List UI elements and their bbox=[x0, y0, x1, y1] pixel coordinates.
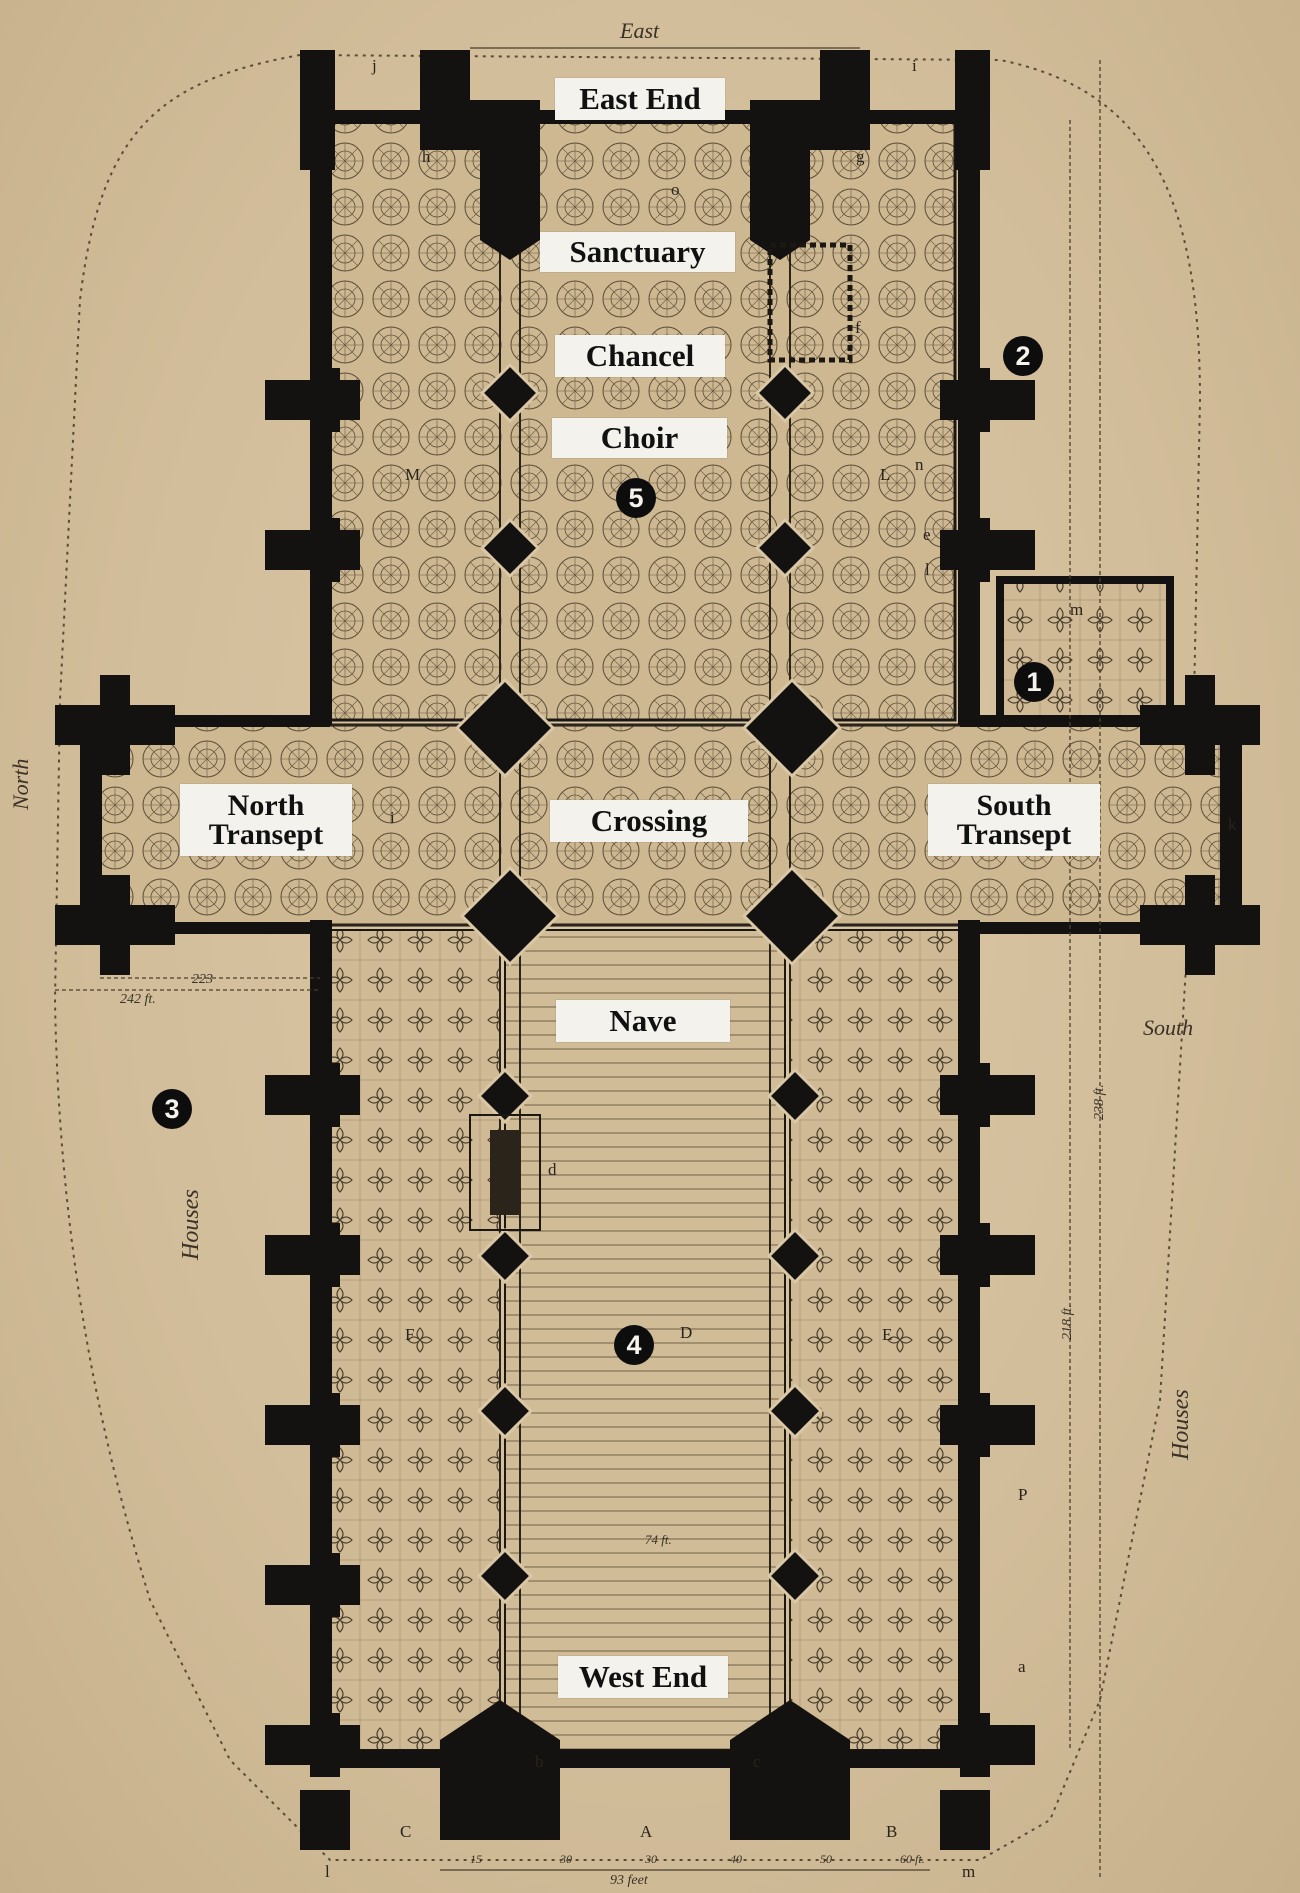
dim-93: 93 feet bbox=[610, 1873, 648, 1888]
label-north-transept-line1: North bbox=[227, 789, 305, 822]
label-north-transept: North Transept bbox=[180, 784, 352, 856]
letter-a: a bbox=[1018, 1657, 1026, 1676]
letter-i2: i bbox=[390, 808, 395, 827]
dim-238: 238 ft. bbox=[1092, 1084, 1107, 1120]
letter-B: B bbox=[886, 1822, 898, 1841]
dim-40: 40 bbox=[730, 1852, 742, 1866]
chantry-screen bbox=[767, 242, 853, 363]
letter-b: b bbox=[535, 1752, 544, 1771]
letter-L: L bbox=[880, 465, 891, 484]
letter-p: P bbox=[1018, 1485, 1028, 1504]
dim-74: 74 ft. bbox=[645, 1532, 672, 1547]
label-east-end: East End bbox=[555, 78, 725, 120]
letter-E: E bbox=[882, 1325, 893, 1344]
letter-e: e bbox=[923, 525, 931, 544]
dim-15: 15 bbox=[470, 1852, 482, 1866]
dimension-lines bbox=[55, 47, 1101, 1880]
letter-C: C bbox=[400, 1822, 412, 1841]
dim-30b: 30 bbox=[645, 1852, 657, 1866]
label-south-transept-line1: South bbox=[976, 789, 1052, 822]
letter-n: n bbox=[915, 455, 924, 474]
letter-h: h bbox=[422, 147, 431, 166]
letter-A: A bbox=[640, 1822, 653, 1841]
dim-50: 50 bbox=[820, 1852, 832, 1866]
tomb-effigy bbox=[490, 1130, 520, 1215]
south-aisle bbox=[789, 929, 961, 1751]
buttresses bbox=[55, 50, 1260, 1850]
letter-D: D bbox=[680, 1323, 693, 1342]
letter-k: k bbox=[1228, 815, 1237, 834]
marker-5[interactable]: 5 bbox=[616, 478, 656, 518]
label-south-transept: South Transept bbox=[928, 784, 1100, 856]
letter-l2: l bbox=[325, 1862, 330, 1881]
marker-3[interactable]: 3 bbox=[152, 1089, 192, 1129]
label-crossing: Crossing bbox=[550, 800, 748, 842]
dim-218: 218 ft. bbox=[1060, 1304, 1075, 1340]
houses-left: Houses bbox=[178, 1189, 204, 1260]
houses-right: Houses bbox=[1168, 1389, 1194, 1460]
letter-f: f bbox=[855, 318, 861, 337]
letter-o: o bbox=[671, 180, 680, 199]
piers bbox=[454, 362, 843, 1605]
letter-d: d bbox=[548, 1160, 557, 1179]
letter-i: i bbox=[912, 56, 917, 75]
label-north-transept-line2: Transept bbox=[208, 818, 324, 851]
letter-M: M bbox=[405, 465, 421, 484]
tomb-outline bbox=[469, 1114, 541, 1231]
marker-1[interactable]: 1 bbox=[1014, 662, 1054, 702]
precinct-boundary bbox=[53, 53, 1202, 1861]
letter-j: j bbox=[372, 56, 377, 75]
letter-m2: m bbox=[962, 1862, 976, 1881]
dim-242: 242 ft. bbox=[120, 992, 156, 1007]
letter-F: F bbox=[405, 1325, 415, 1344]
label-chancel: Chancel bbox=[555, 335, 725, 377]
label-sanctuary: Sanctuary bbox=[540, 232, 735, 272]
marker-2[interactable]: 2 bbox=[1003, 336, 1043, 376]
label-south-transept-line2: Transept bbox=[956, 818, 1072, 851]
letter-m: m bbox=[1070, 600, 1084, 619]
nave-floor bbox=[504, 929, 786, 1751]
label-nave: Nave bbox=[556, 1000, 730, 1042]
letter-g: g bbox=[856, 147, 865, 166]
dim-223: 223 bbox=[192, 972, 213, 987]
letter-c: c bbox=[753, 1752, 761, 1771]
letter-l: l bbox=[925, 560, 930, 579]
dim-30a: 30 bbox=[560, 1852, 572, 1866]
marker-4[interactable]: 4 bbox=[614, 1325, 654, 1365]
compass-east: East bbox=[620, 18, 660, 43]
label-west-end: West End bbox=[558, 1656, 728, 1698]
label-choir: Choir bbox=[552, 418, 727, 458]
north-aisle bbox=[329, 929, 501, 1751]
compass-south: South bbox=[1143, 1015, 1194, 1040]
dim-60: 60 ft. bbox=[900, 1852, 925, 1866]
compass-north: North bbox=[8, 758, 33, 810]
